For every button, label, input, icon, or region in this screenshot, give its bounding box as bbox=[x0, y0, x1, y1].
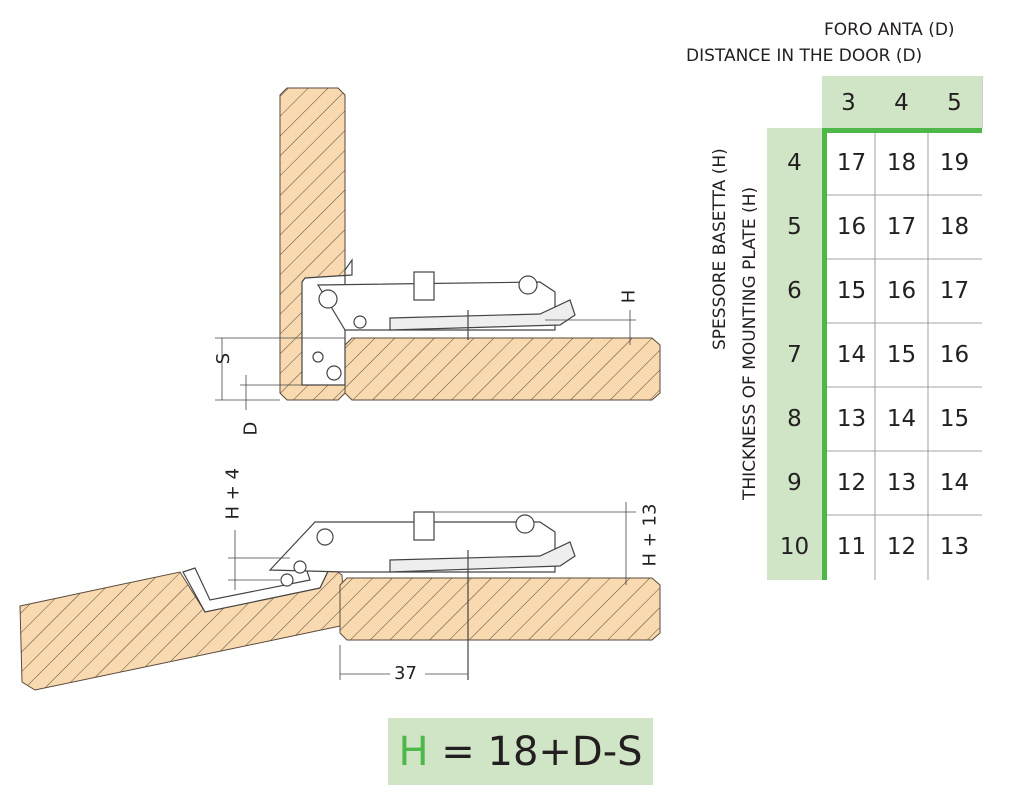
dim-37: 37 bbox=[394, 663, 417, 684]
door-panel-top bbox=[344, 337, 661, 401]
table-cell: 14 bbox=[939, 470, 970, 496]
table-cell: 17 bbox=[939, 278, 970, 304]
row-header: 6 bbox=[787, 278, 802, 304]
row-label-en: THICKNESS OF MOUNTING PLATE (H) bbox=[740, 186, 760, 500]
table-cell: 13 bbox=[886, 470, 917, 496]
table-cell: 17 bbox=[886, 214, 917, 240]
row-header: 4 bbox=[787, 150, 802, 176]
table-cell: 14 bbox=[836, 342, 867, 368]
table-cell: 15 bbox=[939, 406, 970, 432]
table-cell: 11 bbox=[836, 534, 867, 560]
row-header: 5 bbox=[787, 214, 802, 240]
column-header: 4 bbox=[894, 89, 909, 116]
table-cell: 16 bbox=[939, 342, 970, 368]
green-side-line bbox=[822, 128, 827, 580]
column-header: 5 bbox=[947, 89, 962, 116]
table-cell: 16 bbox=[836, 214, 867, 240]
dim-h: H bbox=[618, 289, 640, 304]
table-cell: 13 bbox=[939, 534, 970, 560]
table-title-en: DISTANCE IN THE DOOR (D) bbox=[686, 46, 923, 66]
column-header: 3 bbox=[841, 89, 856, 116]
dimension-lines-top bbox=[215, 310, 636, 410]
formula-box: H = 18+D-S bbox=[388, 718, 653, 785]
hinge-bottom bbox=[182, 511, 576, 680]
row-header: 8 bbox=[787, 406, 802, 432]
row-header: 7 bbox=[787, 342, 802, 368]
table-cell: 12 bbox=[836, 470, 867, 496]
column-header-bg bbox=[822, 76, 982, 129]
dim-s: S bbox=[213, 352, 235, 365]
formula-var: H bbox=[398, 728, 429, 775]
row-header: 9 bbox=[787, 470, 802, 496]
table-cell: 17 bbox=[836, 150, 867, 176]
row-header-bg bbox=[767, 128, 823, 580]
table-cell: 15 bbox=[836, 278, 867, 304]
dim-h-plus-13: H + 13 bbox=[639, 503, 661, 567]
dimension-lines-bottom bbox=[228, 502, 636, 680]
dim-d: D bbox=[240, 421, 262, 436]
hinge-top bbox=[301, 258, 576, 386]
dim-h-plus-4: H + 4 bbox=[222, 467, 244, 520]
table-cell: 15 bbox=[886, 342, 917, 368]
table-cell: 18 bbox=[939, 214, 970, 240]
door-panel-bottom bbox=[339, 577, 661, 641]
table-cell: 18 bbox=[886, 150, 917, 176]
table-cell: 19 bbox=[939, 150, 970, 176]
table-title-it: FORO ANTA (D) bbox=[824, 20, 955, 40]
table-cell: 13 bbox=[836, 406, 867, 432]
green-header-line bbox=[822, 128, 982, 133]
table-cell: 12 bbox=[886, 534, 917, 560]
table-cell: 14 bbox=[886, 406, 917, 432]
row-label-it: SPESSORE BASETTA (H) bbox=[710, 148, 730, 350]
table-cell: 16 bbox=[886, 278, 917, 304]
row-header: 10 bbox=[779, 534, 810, 560]
formula-rest: = 18+D-S bbox=[428, 728, 643, 775]
